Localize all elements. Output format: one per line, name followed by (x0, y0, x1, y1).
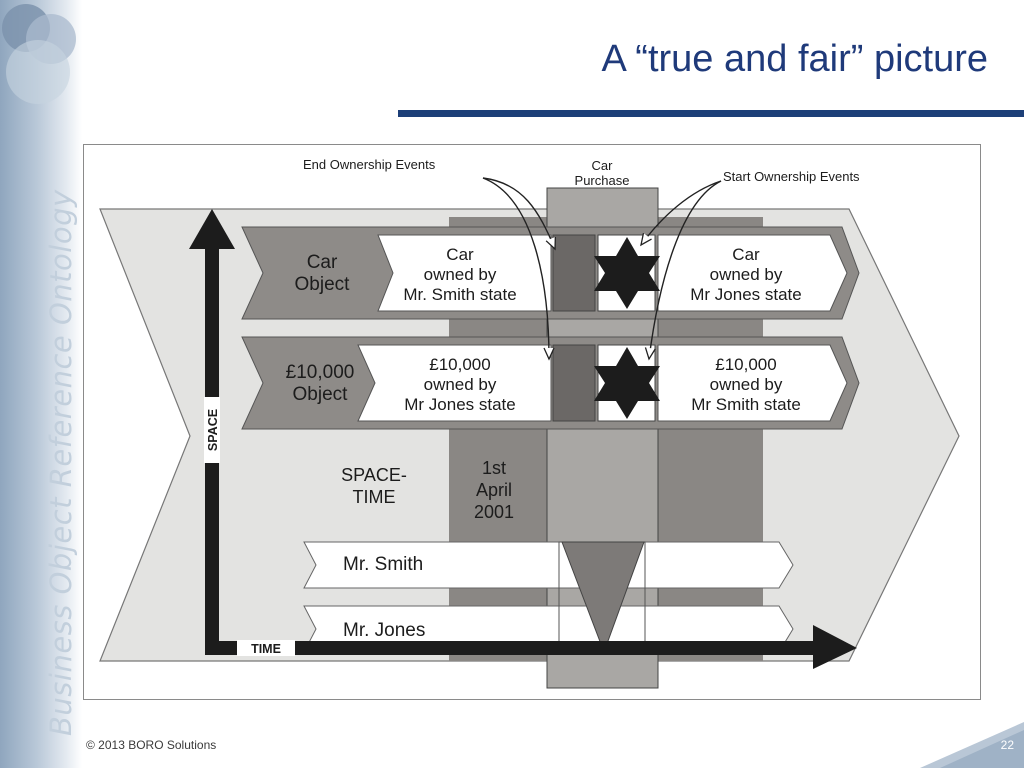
corner-decoration (920, 722, 1024, 768)
money-after-text-3: Mr Smith state (691, 395, 801, 414)
money-end-event (552, 344, 596, 422)
car-end-event (552, 234, 596, 312)
car-after-text-1: Car (732, 245, 760, 264)
car-before-state (377, 234, 552, 312)
money-after-state (657, 344, 848, 422)
end-ownership-events-label: End Ownership Events (303, 157, 436, 172)
car-start-event-star (594, 237, 660, 309)
time-axis (205, 641, 825, 655)
car-before-text-1: Car (446, 245, 474, 264)
title-rule (398, 110, 1024, 117)
time-axis-label: TIME (251, 642, 281, 656)
space-time-diagram: SPACE TIME End Ownership Events Car Purc… (83, 144, 981, 700)
car-after-state (657, 234, 848, 312)
footer-copyright: © 2013 BORO Solutions (86, 738, 217, 752)
diagram-canvas: SPACE TIME End Ownership Events Car Purc… (99, 157, 960, 689)
car-before-text-2: owned by (424, 265, 497, 284)
spacetime-label-2: TIME (353, 487, 396, 507)
money-object-label-1: £10,000 (286, 362, 355, 383)
car-after-text-2: owned by (710, 265, 783, 284)
space-axis-label: SPACE (206, 409, 220, 451)
car-before-text-3: Mr. Smith state (403, 285, 516, 304)
car-object-label-2: Object (295, 274, 351, 295)
money-start-event-star (594, 347, 660, 419)
money-object-label-2: Object (293, 384, 349, 405)
spacetime-label-1: SPACE- (341, 465, 407, 485)
space-axis-label-bg (204, 397, 220, 463)
purchase-event-triangle (561, 541, 645, 654)
date-label-2: April (476, 480, 512, 500)
money-after-text-1: £10,000 (715, 355, 776, 374)
date-label-3: 2001 (474, 502, 514, 522)
page-number: 22 (1000, 738, 1014, 752)
end-event-arrow-car (482, 177, 556, 251)
mr-jones-label: Mr. Jones (343, 620, 425, 641)
sidebar-title: Business Object Reference Ontology (44, 189, 78, 736)
time-axis-arrowhead (813, 625, 857, 669)
slide-title: A “true and fair” picture (601, 38, 988, 80)
money-before-state (357, 344, 552, 422)
money-after-text-2: owned by (710, 375, 783, 394)
time-axis-label-bg (237, 640, 295, 656)
start-event-arrow-car (640, 180, 722, 247)
date-label-1: 1st (482, 458, 506, 478)
car-after-text-3: Mr Jones state (690, 285, 802, 304)
mr-smith-label: Mr. Smith (343, 554, 423, 575)
end-event-arrow-money (482, 177, 555, 361)
space-axis-arrowhead (189, 209, 235, 249)
car-purchase-label-1: Car (592, 158, 614, 173)
car-object-label-1: Car (307, 252, 338, 273)
mr-smith-row (303, 541, 794, 589)
decor-circle (6, 40, 70, 104)
start-event-arrow-money (644, 180, 722, 361)
money-before-text-2: owned by (424, 375, 497, 394)
start-ownership-events-label: Start Ownership Events (723, 169, 860, 184)
car-purchase-label-2: Purchase (575, 173, 630, 188)
money-before-text-3: Mr Jones state (404, 395, 516, 414)
sidebar-band (0, 0, 82, 768)
money-before-text-1: £10,000 (429, 355, 490, 374)
